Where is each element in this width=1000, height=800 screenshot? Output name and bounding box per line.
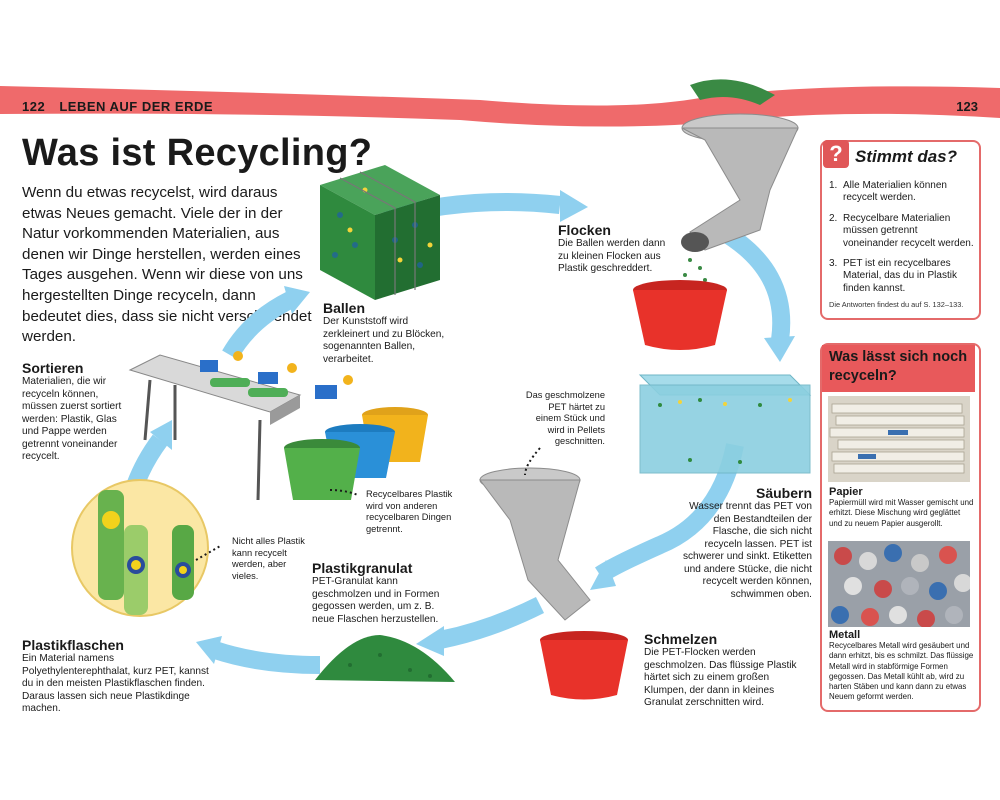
step-heading: Plastikgranulat <box>312 560 413 576</box>
water-tank <box>638 374 812 474</box>
page-title: Was ist Recycling? <box>22 132 373 174</box>
sorting-conveyor <box>128 351 353 501</box>
item-number: 2. <box>829 212 838 224</box>
step-ballen: Ballen Der Kunststoff wird zerkleinert u… <box>323 300 448 366</box>
red-bucket-top <box>633 280 727 350</box>
intro-text: Wenn du etwas recycelst, wird daraus etw… <box>22 184 312 346</box>
quiz-list: 1. Alle Materialien können recycelt werd… <box>829 180 974 303</box>
arrowhead-7 <box>284 286 310 314</box>
quiz-heading: Stimmt das? <box>855 147 958 166</box>
cycle-arrow-schmelzen-granulat <box>438 596 545 649</box>
item-text: PET ist ein recycelbares Material, das d… <box>843 258 957 294</box>
arrowhead-4 <box>416 626 444 656</box>
cycle-arrow-saeubern-schmelzen <box>595 443 744 583</box>
step-heading: Plastikflaschen <box>22 637 124 653</box>
sorting-bins <box>284 407 428 500</box>
papier-section: Papier Papiermüll wird mit Wasser gemisc… <box>829 486 974 529</box>
metall-heading: Metall <box>829 629 861 641</box>
step-text: PET-Granulat kann geschmolzen und in For… <box>312 576 440 625</box>
plastic-bale <box>320 165 440 300</box>
metall-section: Metall Recycelbares Metall wird gesäuber… <box>829 629 974 703</box>
step-heading: Ballen <box>323 300 366 316</box>
list-item: 2. Recycelbare Materialien müssen getren… <box>829 213 974 250</box>
papier-heading: Papier <box>829 486 863 498</box>
step-text: Ein Material namens Polyethylenterephtha… <box>22 653 209 714</box>
step-text: Die Ballen werden dann zu kleinen Flocke… <box>558 238 666 274</box>
shredder-funnel <box>681 79 799 252</box>
step-sortieren: Sortieren Materialien, die wir recyceln … <box>22 360 132 464</box>
step-plastikflaschen: Plastikflaschen Ein Material namens Poly… <box>22 637 212 716</box>
step-flocken: Flocken Die Ballen werden dann zu kleine… <box>558 222 670 276</box>
question-badge: ? <box>823 140 849 168</box>
arrowhead-3 <box>590 560 616 590</box>
cycle-arrow-granulat-flaschen <box>212 641 321 674</box>
list-item: 1. Alle Materialien können recycelt werd… <box>829 180 974 205</box>
step-text: Wasser trennt das PET von den Bestandtei… <box>682 501 812 600</box>
item-number: 1. <box>829 180 838 191</box>
metal-cans-photo <box>828 541 970 627</box>
item-text: Alle Materialien können recycelt werden. <box>843 180 947 204</box>
section-title: LEBEN AUF DER ERDE <box>59 99 214 114</box>
note-bin: Recycelbares Plastik wird von anderen re… <box>366 489 453 534</box>
page-number-right: 123 <box>956 99 978 114</box>
step-saeubern: Säubern Wasser trennt das PET von den Be… <box>680 485 812 601</box>
sidebar-header-bg <box>822 345 975 392</box>
metall-text: Recycelbares Metall wird gesäubert und d… <box>829 641 974 702</box>
item-number: 3. <box>829 258 838 270</box>
item-text: Recycelbare Materialien müssen getrennt … <box>843 212 974 249</box>
arrowhead-2 <box>764 336 795 362</box>
page-header-left: 122 LEBEN AUF DER ERDE <box>22 99 223 114</box>
step-text: Die PET-Flocken werden geschmolzen. Das … <box>644 647 797 708</box>
arrowhead-5 <box>196 636 222 664</box>
step-text: Materialien, die wir recyceln können, mü… <box>22 376 122 462</box>
arrowhead-6 <box>150 420 172 450</box>
step-text: Der Kunststoff wird zerkleinert und zu B… <box>323 316 445 365</box>
note-bottles: Nicht alles Plastik kann recycelt werden… <box>232 536 305 581</box>
papier-text: Papiermüll wird mit Wasser gemischt und … <box>829 498 974 528</box>
step-heading: Säubern <box>755 485 812 501</box>
granulate-pile <box>315 635 455 682</box>
step-heading: Flocken <box>558 222 611 238</box>
cycle-arrow-sortieren-ballen <box>222 291 295 360</box>
quiz-footnote: Die Antworten findest du auf S. 132–133. <box>829 300 964 309</box>
red-bucket-bottom <box>540 631 628 700</box>
newspaper-photo <box>828 396 970 482</box>
arrowhead-1 <box>560 190 588 222</box>
cycle-arrow-flocken-saeubern <box>715 222 791 342</box>
list-item: 3. PET ist ein recycelbares Material, da… <box>829 258 974 295</box>
note-pellets: Das geschmolzene PET härtet zu einem Stü… <box>525 390 605 447</box>
melting-funnel <box>479 467 591 621</box>
step-schmelzen: Schmelzen Die PET-Flocken werden geschmo… <box>644 631 810 710</box>
bottles-circle <box>71 479 209 617</box>
page-number-left: 122 <box>22 99 46 114</box>
quiz-box <box>820 140 981 320</box>
sidebar-heading: Was lässt sich noch recyceln? <box>829 349 968 384</box>
step-heading: Schmelzen <box>644 631 718 647</box>
step-plastikgranulat: Plastikgranulat PET-Granulat kann geschm… <box>312 560 452 626</box>
step-heading: Sortieren <box>22 360 84 376</box>
